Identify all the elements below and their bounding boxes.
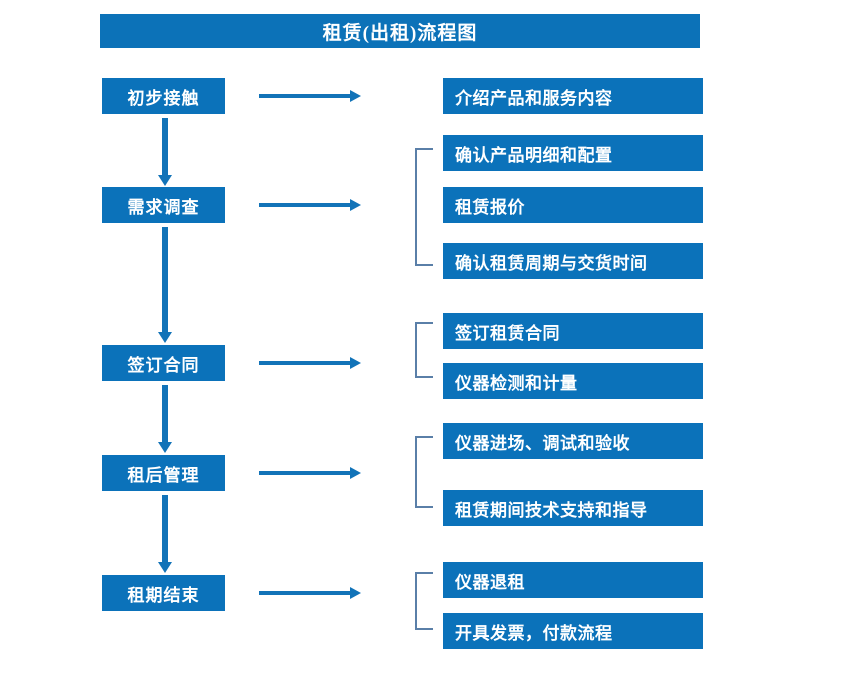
detail-box-9[interactable]: 仪器退租 <box>443 562 703 598</box>
group-bracket-3 <box>415 436 433 508</box>
detail-box-10[interactable]: 开具发票，付款流程 <box>443 613 703 649</box>
stage-box-3[interactable]: 签订合同 <box>102 345 225 381</box>
down-arrow-icon-4 <box>158 495 172 573</box>
detail-box-6[interactable]: 仪器检测和计量 <box>443 363 703 399</box>
right-arrow-icon-5 <box>259 587 361 599</box>
group-bracket-2 <box>415 322 433 378</box>
right-arrow-icon-4 <box>259 467 361 479</box>
stage-box-4[interactable]: 租后管理 <box>102 455 225 491</box>
stage-box-5[interactable]: 租期结束 <box>102 575 225 611</box>
detail-box-2[interactable]: 确认产品明细和配置 <box>443 135 703 171</box>
detail-box-4[interactable]: 确认租赁周期与交货时间 <box>443 243 703 279</box>
stage-box-1[interactable]: 初步接触 <box>102 78 225 114</box>
right-arrow-icon-1 <box>259 90 361 102</box>
page-title: 租赁(出租)流程图 <box>100 14 700 48</box>
group-bracket-4 <box>415 572 433 630</box>
down-arrow-icon-1 <box>158 118 172 186</box>
detail-box-8[interactable]: 租赁期间技术支持和指导 <box>443 490 703 526</box>
detail-box-3[interactable]: 租赁报价 <box>443 187 703 223</box>
stage-box-2[interactable]: 需求调查 <box>102 187 225 223</box>
down-arrow-icon-3 <box>158 385 172 453</box>
down-arrow-icon-2 <box>158 227 172 343</box>
detail-box-5[interactable]: 签订租赁合同 <box>443 313 703 349</box>
right-arrow-icon-3 <box>259 357 361 369</box>
right-arrow-icon-2 <box>259 199 361 211</box>
group-bracket-1 <box>415 148 433 266</box>
detail-box-1[interactable]: 介绍产品和服务内容 <box>443 78 703 114</box>
detail-box-7[interactable]: 仪器进场、调试和验收 <box>443 423 703 459</box>
